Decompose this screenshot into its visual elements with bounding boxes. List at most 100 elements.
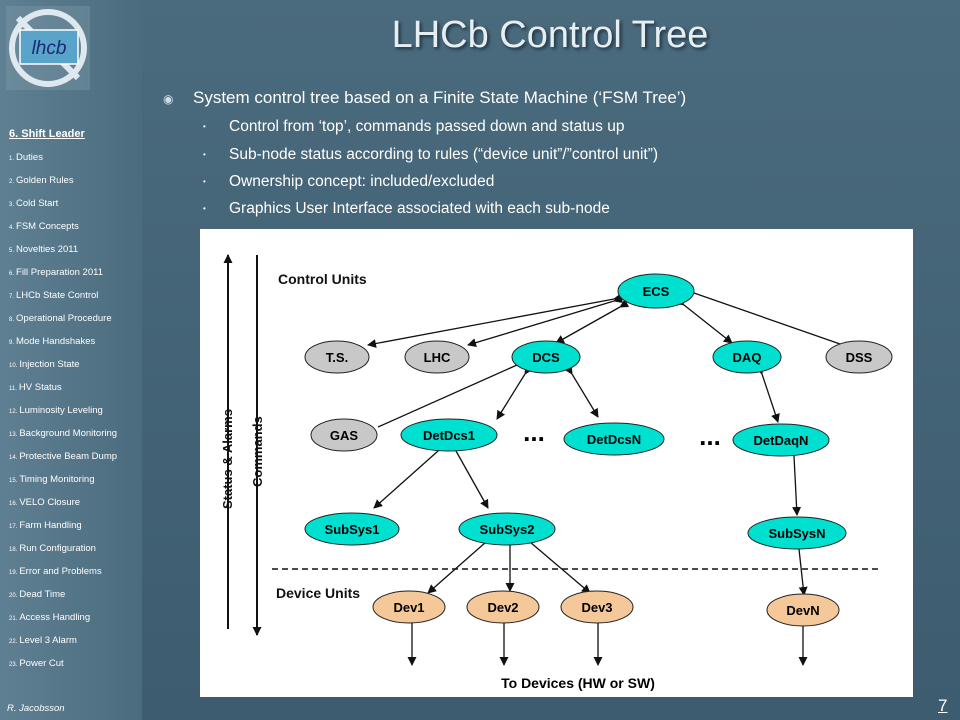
toc-item[interactable]: 13.Background Monitoring xyxy=(9,428,117,451)
lhcb-logo: lhcb xyxy=(6,6,90,90)
toc-item-number: 1. xyxy=(9,156,15,162)
toc-item-label: Duties xyxy=(16,152,43,163)
node-subsysn: SubSysN xyxy=(747,516,847,550)
toc-item-label: HV Status xyxy=(18,382,62,393)
toc-item-number: 8. xyxy=(9,317,15,323)
toc-item[interactable]: 11.HV Status xyxy=(9,382,117,405)
status-alarms-label: Status & Alarms xyxy=(220,409,235,509)
dot-icon: • xyxy=(203,177,206,187)
toc-item-label: Operational Procedure xyxy=(16,313,112,324)
toc-item-number: 15. xyxy=(9,478,18,484)
toc-item[interactable]: 17.Farm Handling xyxy=(9,520,117,543)
svg-text:DetDcsN: DetDcsN xyxy=(587,432,641,447)
toc-item[interactable]: 18.Run Configuration xyxy=(9,543,117,566)
dot-icon: • xyxy=(203,204,206,214)
to-devices-label: To Devices (HW or SW) xyxy=(501,675,655,691)
control-tree-figure: Status & Alarms Commands Control Units D… xyxy=(200,229,913,697)
toc-item[interactable]: 6.Fill Preparation 2011 xyxy=(9,267,117,290)
toc-item[interactable]: 1.Duties xyxy=(9,152,117,175)
toc-item-label: VELO Closure xyxy=(19,497,81,508)
node-ecs: ECS xyxy=(617,273,695,309)
toc-item-number: 21. xyxy=(9,616,18,622)
toc-item-label: Background Monitoring xyxy=(19,428,118,439)
svg-text:SubSys1: SubSys1 xyxy=(325,522,380,537)
toc-item[interactable]: 14.Protective Beam Dump xyxy=(9,451,117,474)
section-title: 6. Shift Leader xyxy=(9,128,85,140)
toc-item-number: 4. xyxy=(9,225,15,231)
toc-item-label: Novelties 2011 xyxy=(16,244,79,255)
toc-item-number: 3. xyxy=(9,202,15,208)
ellipsis-daq: ... xyxy=(699,421,721,451)
node-dev1: Dev1 xyxy=(372,590,446,624)
toc-item-label: Fill Preparation 2011 xyxy=(16,267,103,278)
bullet-icon: ◉ xyxy=(163,92,174,106)
node-dcs: DCS xyxy=(511,340,581,374)
toc-item[interactable]: 7.LHCb State Control xyxy=(9,290,117,313)
toc-item[interactable]: 20.Dead Time xyxy=(9,589,117,612)
node-detdaqn: DetDaqN xyxy=(732,423,830,457)
toc-item-label: Power Cut xyxy=(19,658,64,669)
toc-item-number: 7. xyxy=(9,294,15,300)
sub-bullet: •Sub-node status according to rules (“de… xyxy=(203,146,658,164)
toc-item-label: Dead Time xyxy=(19,589,66,600)
sub-bullet-text: Control from ‘top’, commands passed down… xyxy=(229,118,625,135)
toc-item-number: 13. xyxy=(9,432,18,438)
svg-text:SubSys2: SubSys2 xyxy=(480,522,535,537)
svg-text:Dev1: Dev1 xyxy=(393,600,424,615)
svg-text:Dev3: Dev3 xyxy=(581,600,612,615)
toc-item[interactable]: 21.Access Handling xyxy=(9,612,117,635)
svg-text:DAQ: DAQ xyxy=(733,350,762,365)
node-dev3: Dev3 xyxy=(560,590,634,624)
toc-item[interactable]: 2.Golden Rules xyxy=(9,175,117,198)
toc-item[interactable]: 5.Novelties 2011 xyxy=(9,244,117,267)
toc-item[interactable]: 23.Power Cut xyxy=(9,658,117,681)
toc-item-label: Mode Handshakes xyxy=(16,336,96,347)
toc-item[interactable]: 16.VELO Closure xyxy=(9,497,117,520)
toc-item-label: Access Handling xyxy=(19,612,91,623)
toc-item-label: Farm Handling xyxy=(19,520,82,531)
page-title: LHCb Control Tree xyxy=(391,14,709,56)
main-bullet: ◉System control tree based on a Finite S… xyxy=(163,88,686,108)
toc-item-number: 12. xyxy=(9,409,18,415)
toc-item[interactable]: 22.Level 3 Alarm xyxy=(9,635,117,658)
toc-item-number: 18. xyxy=(9,547,18,553)
toc-item[interactable]: 8.Operational Procedure xyxy=(9,313,117,336)
node-daq: DAQ xyxy=(712,340,782,374)
node-detdcsn: DetDcsN xyxy=(563,422,665,456)
toc-item[interactable]: 10.Injection State xyxy=(9,359,117,382)
device-units-label: Device Units xyxy=(276,585,360,601)
sub-bullet-text: Ownership concept: included/excluded xyxy=(229,173,495,190)
control-units-label: Control Units xyxy=(278,271,367,287)
node-detdcs1: DetDcs1 xyxy=(400,418,498,452)
node-dss: DSS xyxy=(825,340,893,374)
svg-text:lhcb: lhcb xyxy=(32,38,67,59)
toc-item-label: Cold Start xyxy=(16,198,59,209)
svg-text:LHC: LHC xyxy=(424,350,451,365)
toc-item-label: Run Configuration xyxy=(19,543,96,554)
toc-item[interactable]: 3.Cold Start xyxy=(9,198,117,221)
toc-item[interactable]: 12.Luminosity Leveling xyxy=(9,405,117,428)
node-dev2: Dev2 xyxy=(466,590,540,624)
toc-item-number: 16. xyxy=(9,501,18,507)
sub-bullet-text: Graphics User Interface associated with … xyxy=(229,200,610,217)
toc-item-number: 2. xyxy=(9,179,15,185)
toc-item-label: FSM Concepts xyxy=(16,221,79,232)
node-devn: DevN xyxy=(766,593,840,627)
ellipsis-dcs: ... xyxy=(523,417,545,447)
toc-item-number: 19. xyxy=(9,570,18,576)
toc-item[interactable]: 9.Mode Handshakes xyxy=(9,336,117,359)
toc-item-label: Error and Problems xyxy=(19,566,102,577)
toc-item-number: 9. xyxy=(9,340,15,346)
toc-item[interactable]: 19.Error and Problems xyxy=(9,566,117,589)
toc-item-number: 23. xyxy=(9,662,18,668)
author: R. Jacobsson xyxy=(7,703,65,714)
dot-icon: • xyxy=(203,122,206,132)
node-subsys1: SubSys1 xyxy=(304,512,400,546)
node-subsys2: SubSys2 xyxy=(458,512,556,546)
toc-item-number: 17. xyxy=(9,524,18,530)
edges xyxy=(367,286,841,666)
toc-item[interactable]: 15.Timing Monitoring xyxy=(9,474,117,497)
toc-item[interactable]: 4.FSM Concepts xyxy=(9,221,117,244)
toc-item-label: Level 3 Alarm xyxy=(19,635,77,646)
node-ts: T.S. xyxy=(304,340,370,374)
